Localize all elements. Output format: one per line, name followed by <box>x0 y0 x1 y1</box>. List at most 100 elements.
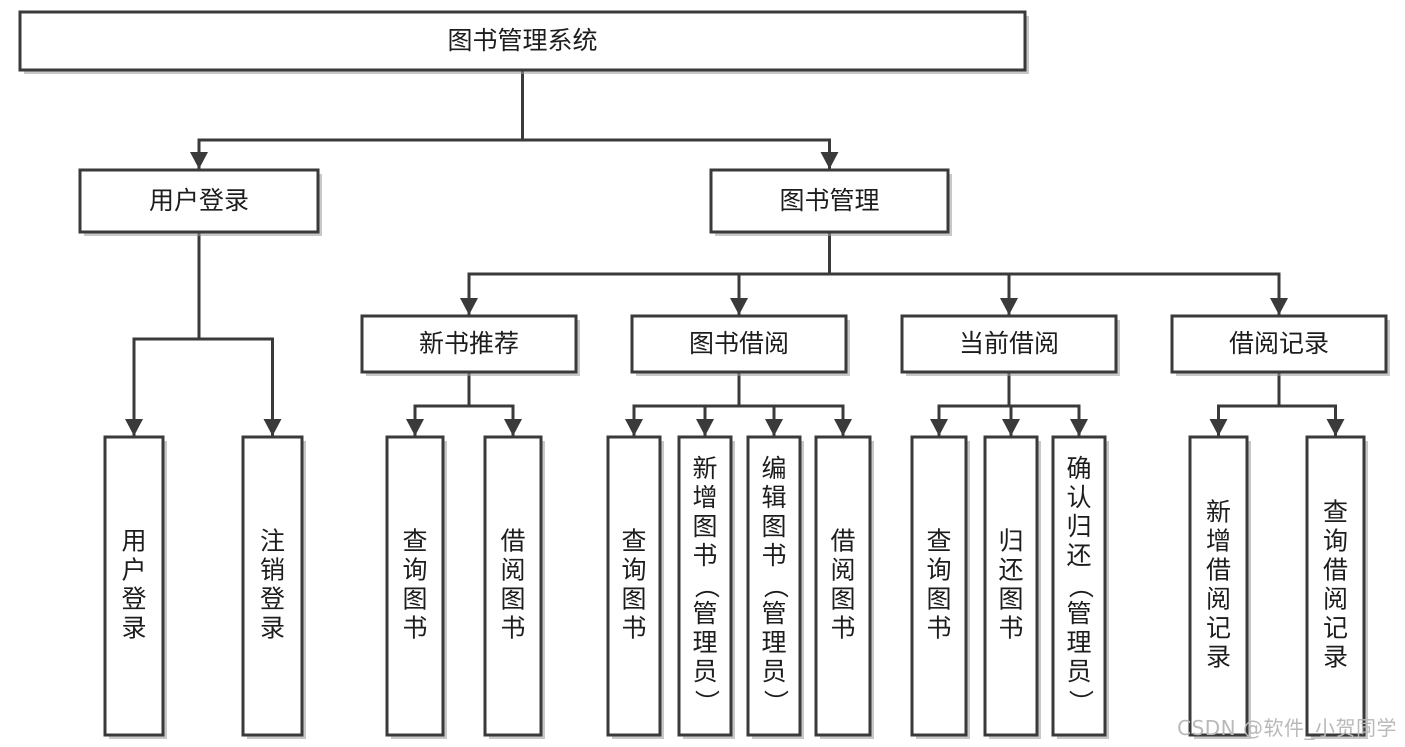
edge-arrowhead <box>1070 419 1088 436</box>
node-label-char: 新 <box>692 454 717 483</box>
node-label-char: 查 <box>402 527 427 556</box>
node-box[interactable] <box>1170 314 1388 374</box>
node-box[interactable] <box>241 435 304 737</box>
node-label-char: 阅 <box>500 556 525 585</box>
node-root-title[interactable]: 图书管理系统 <box>18 10 1029 74</box>
node-label-char: 理 <box>692 628 717 657</box>
node-box[interactable] <box>78 168 320 234</box>
edge-group <box>406 370 522 437</box>
node-level2-1[interactable]: 图书管理 <box>709 168 952 236</box>
node-label-char: （ <box>692 573 721 598</box>
node-label-char: （ <box>1066 573 1095 598</box>
node-label-char: 借 <box>830 527 855 556</box>
node-box[interactable] <box>630 314 848 374</box>
edge-arrowhead <box>263 419 282 436</box>
node-label-char: 图 <box>830 585 855 614</box>
node-label-char: 录 <box>260 614 285 643</box>
node-leaf-0[interactable]: 用户登录 <box>103 435 167 739</box>
node-label-char: 管 <box>692 599 717 628</box>
node-box[interactable] <box>606 435 662 737</box>
node-label-char: 图 <box>761 512 786 541</box>
node-box[interactable] <box>900 314 1118 374</box>
node-label-char: 书 <box>830 614 855 643</box>
edge-arrowhead <box>190 152 208 169</box>
edge-arrowhead <box>460 298 478 315</box>
node-label-char: 借 <box>1206 556 1231 585</box>
edge-group <box>125 230 282 437</box>
node-level3-0[interactable]: 新书推荐 <box>360 314 580 376</box>
node-box[interactable] <box>983 435 1039 737</box>
watermark-label: CSDN @软件_小贺同学 <box>1177 716 1397 740</box>
node-label-char: 管 <box>1066 599 1091 628</box>
node-label-char: 员 <box>1066 657 1091 686</box>
node-box[interactable] <box>483 435 543 737</box>
node-label-char: 还 <box>1066 541 1091 570</box>
node-label-char: 员 <box>692 657 717 686</box>
node-label-char: 阅 <box>1206 585 1231 614</box>
node-label-char: 询 <box>926 556 951 585</box>
node-label-char: 管 <box>761 599 786 628</box>
node-box[interactable] <box>18 10 1027 72</box>
node-box[interactable] <box>746 435 802 737</box>
node-label-char: 录 <box>121 614 146 643</box>
node-box[interactable] <box>910 435 968 737</box>
node-level3-3[interactable]: 借阅记录 <box>1170 314 1390 376</box>
node-box[interactable] <box>1188 435 1249 737</box>
node-box[interactable] <box>103 435 165 737</box>
node-label: 当前借阅 <box>959 329 1059 358</box>
node-label-char: 图 <box>500 585 525 614</box>
node-box[interactable] <box>360 314 578 374</box>
node-label-char: 书 <box>926 614 951 643</box>
node-level3-1[interactable]: 图书借阅 <box>630 314 850 376</box>
node-label: 图书管理 <box>779 186 879 215</box>
node-label-char: 书 <box>402 614 427 643</box>
node-label-char: 阅 <box>830 556 855 585</box>
node-label-char: 户 <box>121 556 146 585</box>
edge-arrowhead <box>1270 298 1288 315</box>
edge-arrowhead <box>504 419 522 436</box>
node-box[interactable] <box>677 435 733 737</box>
edge-arrowhead <box>730 298 748 315</box>
node-label-char: 书 <box>998 614 1023 643</box>
node-level2-0[interactable]: 用户登录 <box>78 168 322 236</box>
node-label-char: 记 <box>1323 614 1348 643</box>
edge-arrowhead <box>834 419 852 436</box>
node-label-char: 书 <box>500 614 525 643</box>
node-label-char: ） <box>761 689 790 714</box>
node-box[interactable] <box>385 435 445 737</box>
node-label-char: 书 <box>692 541 717 570</box>
edge-group <box>930 370 1088 437</box>
node-label-char: 归 <box>998 527 1023 556</box>
node-label-char: 询 <box>1323 527 1348 556</box>
node-box[interactable] <box>814 435 872 737</box>
node-label-char: 录 <box>1206 643 1231 672</box>
node-label-char: 编 <box>761 454 786 483</box>
edge-arrowhead <box>125 419 143 436</box>
nodes-layer: 图书管理系统用户登录图书管理新书推荐图书借阅当前借阅借阅记录用户登录注销登录查询… <box>18 10 1390 739</box>
node-level3-2[interactable]: 当前借阅 <box>900 314 1120 376</box>
edge-arrowhead <box>406 419 424 436</box>
edge-group <box>1209 370 1345 437</box>
node-box[interactable] <box>709 168 950 234</box>
node-box[interactable] <box>1051 435 1107 737</box>
node-label-char: 登 <box>121 585 146 614</box>
node-box[interactable] <box>1305 435 1366 737</box>
node-label-char: 用 <box>121 527 146 556</box>
node-label-char: 阅 <box>1323 585 1348 614</box>
node-label-char: 理 <box>1066 628 1091 657</box>
edge-arrowhead <box>930 419 948 436</box>
